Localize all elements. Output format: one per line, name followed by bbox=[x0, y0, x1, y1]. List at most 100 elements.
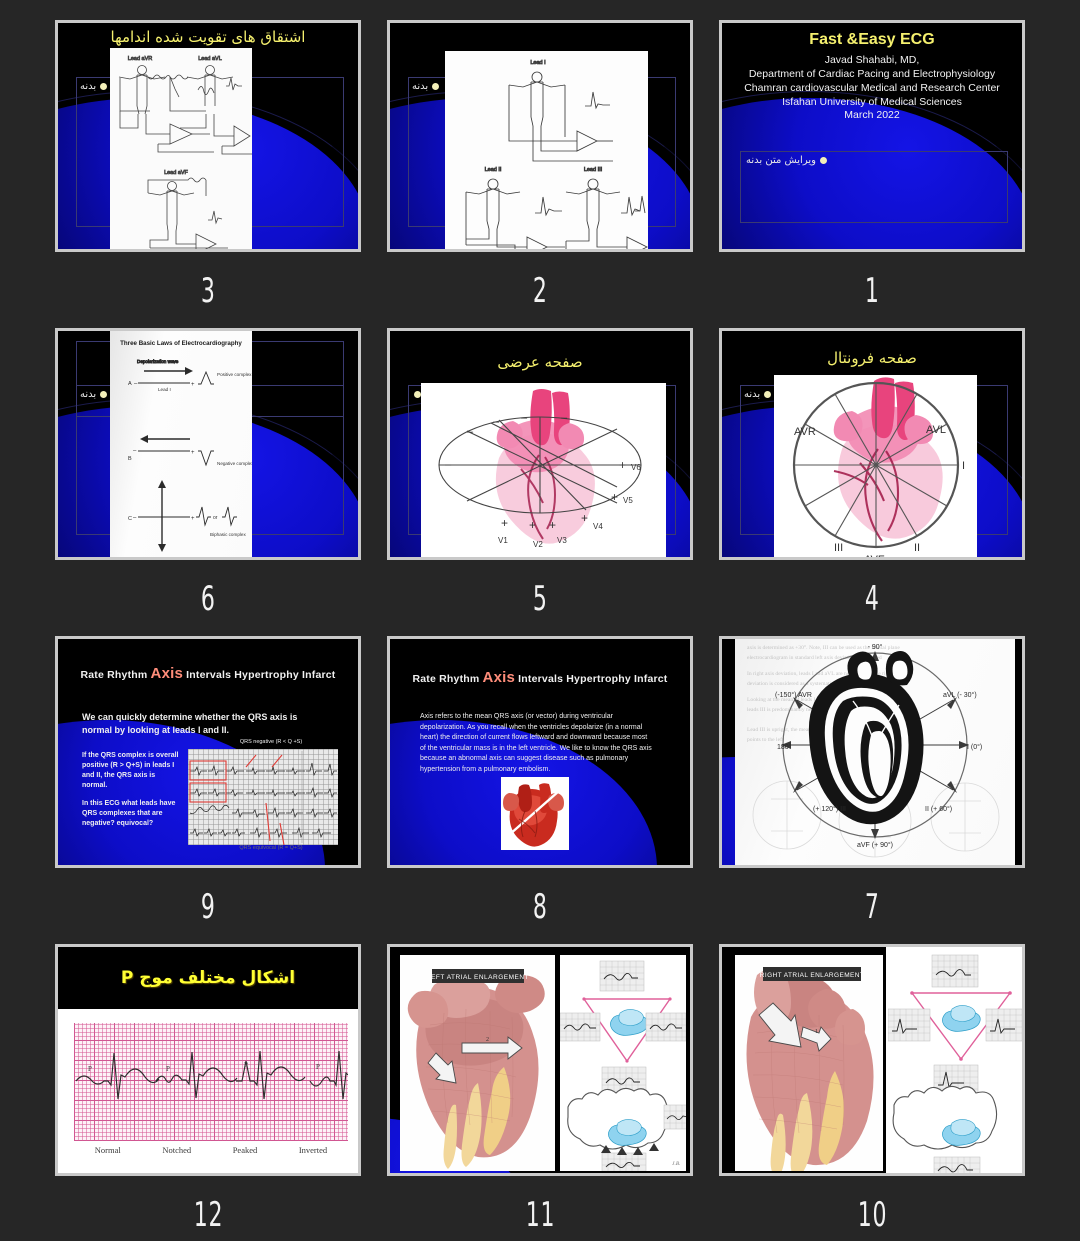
horizontal-plane-drawing: – – – – – + + + + + + bbox=[421, 383, 666, 557]
slide-number-5: 5 bbox=[532, 579, 548, 619]
svg-text:Lead II: Lead II bbox=[485, 167, 502, 173]
figure-p-wave-morphologies: P P P P Normal Notched Peaked Inverted bbox=[58, 1009, 358, 1173]
svg-text:+: + bbox=[619, 458, 626, 472]
presentation-dept-line: Department of Cardiac Pacing and Electro… bbox=[748, 67, 996, 80]
figure-horizontal-plane: – – – – – + + + + + + bbox=[421, 383, 666, 557]
body-bullet-text bbox=[410, 391, 421, 398]
svg-text:deviation is considered as a s: deviation is considered as a systematic … bbox=[747, 681, 846, 687]
body-bullet-text: بدنه bbox=[744, 389, 772, 400]
svg-text:aVL (- 30°): aVL (- 30°) bbox=[943, 691, 977, 699]
presentation-title: Fast &Easy ECG bbox=[809, 31, 935, 48]
svg-text:II (+ 60°): II (+ 60°) bbox=[925, 805, 952, 813]
frontal-plane-drawing: AVR AVL I II III AVF bbox=[774, 375, 977, 557]
figure-einthoven-triangle-left: J.B. bbox=[560, 955, 686, 1171]
slide-title-12: اشکال مختلف موج P bbox=[120, 968, 296, 988]
body-bullet-label: بدنه bbox=[80, 81, 97, 92]
slide-number-4: 4 bbox=[864, 579, 880, 619]
header-pre: Rate Rhythm bbox=[412, 673, 483, 685]
svg-text:AVR: AVR bbox=[794, 426, 816, 438]
body-bullet-text: ویرایش متن بدنه bbox=[746, 155, 827, 166]
slide-cell-10[interactable]: RIGHT ATRIAL ENLARGEMENT 1 bbox=[706, 944, 1038, 1241]
slide-number-8: 8 bbox=[532, 887, 548, 927]
slide-thumbnail-5[interactable]: صفحه عرضی bbox=[387, 328, 693, 560]
svg-text:+: + bbox=[191, 382, 195, 388]
header-post: Intervals Hypertrophy Infarct bbox=[515, 673, 668, 685]
body-bullet-text: بدنه bbox=[412, 81, 440, 92]
slide-cell-7[interactable]: axis is determined as +30°. Note, III ca… bbox=[706, 636, 1038, 944]
slide-cell-4[interactable]: بدنه صفحه فرونتال bbox=[706, 328, 1038, 636]
slide-cell-3[interactable]: بدنه اشتقاق های تقویت شده اندامها Lead a… bbox=[42, 20, 374, 328]
slide-lead-text-9: We can quickly determine whether the QRS… bbox=[82, 712, 298, 735]
svg-text:I: I bbox=[962, 460, 965, 472]
svg-text:–: – bbox=[133, 448, 137, 454]
svg-text:Negative complex: Negative complex bbox=[217, 461, 252, 466]
body-bullet-label: بدنه bbox=[80, 389, 97, 400]
svg-text:+: + bbox=[191, 516, 195, 522]
slide-thumbnail-2[interactable]: بدنه ا Lead I bbox=[387, 20, 693, 252]
figure-bipolar-limb-leads: Lead I bbox=[445, 51, 648, 249]
svg-text:B: B bbox=[128, 456, 132, 462]
slide-cell-5[interactable]: صفحه عرضی bbox=[374, 328, 706, 636]
body-bullet-text: بدنه bbox=[80, 389, 108, 400]
body-bullet-label: بدنه bbox=[412, 81, 429, 92]
body-bullet-label: بدنه bbox=[744, 389, 761, 400]
slide-thumbnail-12[interactable]: اشکال مختلف موج P bbox=[55, 944, 361, 1176]
slide-thumbnail-6[interactable]: بدنه Three Basic Laws of Electrocardiogr… bbox=[55, 328, 361, 560]
slide-thumbnail-7[interactable]: axis is determined as +30°. Note, III ca… bbox=[719, 636, 1025, 868]
bullet-dot-icon bbox=[764, 391, 772, 398]
slide-thumbnail-4[interactable]: بدنه صفحه فرونتال bbox=[719, 328, 1025, 560]
slide-cell-6[interactable]: بدنه Three Basic Laws of Electrocardiogr… bbox=[42, 328, 374, 636]
slide-thumbnail-10[interactable]: RIGHT ATRIAL ENLARGEMENT 1 bbox=[719, 944, 1025, 1176]
svg-text:J.B.: J.B. bbox=[672, 1161, 681, 1167]
figure-heart-anatomy-right: RIGHT ATRIAL ENLARGEMENT 1 bbox=[735, 955, 883, 1171]
slide-cell-2[interactable]: بدنه ا Lead I bbox=[374, 20, 706, 328]
svg-text:P: P bbox=[166, 1065, 170, 1073]
presentation-date-line: March 2022 bbox=[844, 109, 900, 122]
slide-thumbnail-11[interactable]: LEFT ATRIAL ENLARGEMENT 2 bbox=[387, 944, 693, 1176]
slide-thumbnail-1[interactable]: Fast &Easy ECG Javad Shahabi, MD, Depart… bbox=[719, 20, 1025, 252]
slide-header-9: Rate Rhythm Axis Intervals Hypertrophy I… bbox=[58, 665, 358, 682]
svg-text:–: – bbox=[561, 412, 568, 424]
bullet-dot-icon bbox=[414, 391, 421, 398]
svg-text:Biphasic complex: Biphasic complex bbox=[210, 532, 246, 537]
svg-text:Lead I: Lead I bbox=[530, 60, 546, 66]
slide-cell-12[interactable]: اشکال مختلف موج P bbox=[42, 944, 374, 1241]
slide-number-1: 1 bbox=[864, 271, 880, 311]
slide-thumbnail-3[interactable]: بدنه اشتقاق های تقویت شده اندامها Lead a… bbox=[55, 20, 361, 252]
svg-text:–: – bbox=[133, 515, 137, 521]
svg-text:V1: V1 bbox=[498, 536, 508, 545]
svg-text:(+ 120°) III: (+ 120°) III bbox=[813, 805, 846, 813]
slide-thumbnail-9[interactable]: Rate Rhythm Axis Intervals Hypertrophy I… bbox=[55, 636, 361, 868]
hexaxial-drawing: axis is determined as +30°. Note, III ca… bbox=[747, 643, 1000, 858]
ecg-strip-drawing bbox=[189, 751, 337, 845]
svg-text:A: A bbox=[128, 381, 132, 387]
p-wave-label-peaked: Peaked bbox=[232, 1145, 258, 1155]
slide-cell-11[interactable]: LEFT ATRIAL ENLARGEMENT 2 bbox=[374, 944, 706, 1241]
figure-augmented-limb-leads: Lead aVR bbox=[110, 48, 252, 249]
figure-three-basic-laws: Three Basic Laws of Electrocardiography … bbox=[110, 331, 252, 557]
slide-header-8: Rate Rhythm Axis Intervals Hypertrophy I… bbox=[390, 669, 690, 686]
right-atrial-enlargement-drawing: RIGHT ATRIAL ENLARGEMENT 1 bbox=[735, 955, 883, 1171]
svg-text:Lead III: Lead III bbox=[584, 167, 603, 173]
slide-thumbnail-8[interactable]: Rate Rhythm Axis Intervals Hypertrophy I… bbox=[387, 636, 693, 868]
slide-canvas-1: Fast &Easy ECG Javad Shahabi, MD, Depart… bbox=[722, 23, 1022, 249]
svg-text:–: – bbox=[445, 459, 452, 471]
svg-text:+: + bbox=[191, 450, 195, 456]
slide-cell-9[interactable]: Rate Rhythm Axis Intervals Hypertrophy I… bbox=[42, 636, 374, 944]
svg-text:C: C bbox=[128, 516, 132, 522]
svg-text:AVF: AVF bbox=[864, 554, 885, 557]
slide-canvas-12: اشکال مختلف موج P bbox=[58, 947, 358, 1173]
bullet-dot-icon bbox=[819, 157, 827, 164]
bullet-dot-icon bbox=[100, 391, 108, 398]
slide-cell-8[interactable]: Rate Rhythm Axis Intervals Hypertrophy I… bbox=[374, 636, 706, 944]
p-wave-label-normal: Normal bbox=[94, 1145, 121, 1155]
three-basic-laws-drawing: Three Basic Laws of Electrocardiography … bbox=[120, 340, 252, 552]
svg-text:+: + bbox=[611, 490, 618, 504]
p-wave-label-inverted: Inverted bbox=[298, 1145, 328, 1155]
svg-text:axis is determined as +30°. No: axis is determined as +30°. Note, III ca… bbox=[747, 644, 900, 651]
svg-text:I (0°): I (0°) bbox=[967, 743, 982, 751]
augmented-leads-drawing: Lead aVR bbox=[110, 48, 252, 249]
slide-cell-1[interactable]: Fast &Easy ECG Javad Shahabi, MD, Depart… bbox=[706, 20, 1038, 328]
ecg-grid-paper: P P P P bbox=[74, 1023, 349, 1141]
